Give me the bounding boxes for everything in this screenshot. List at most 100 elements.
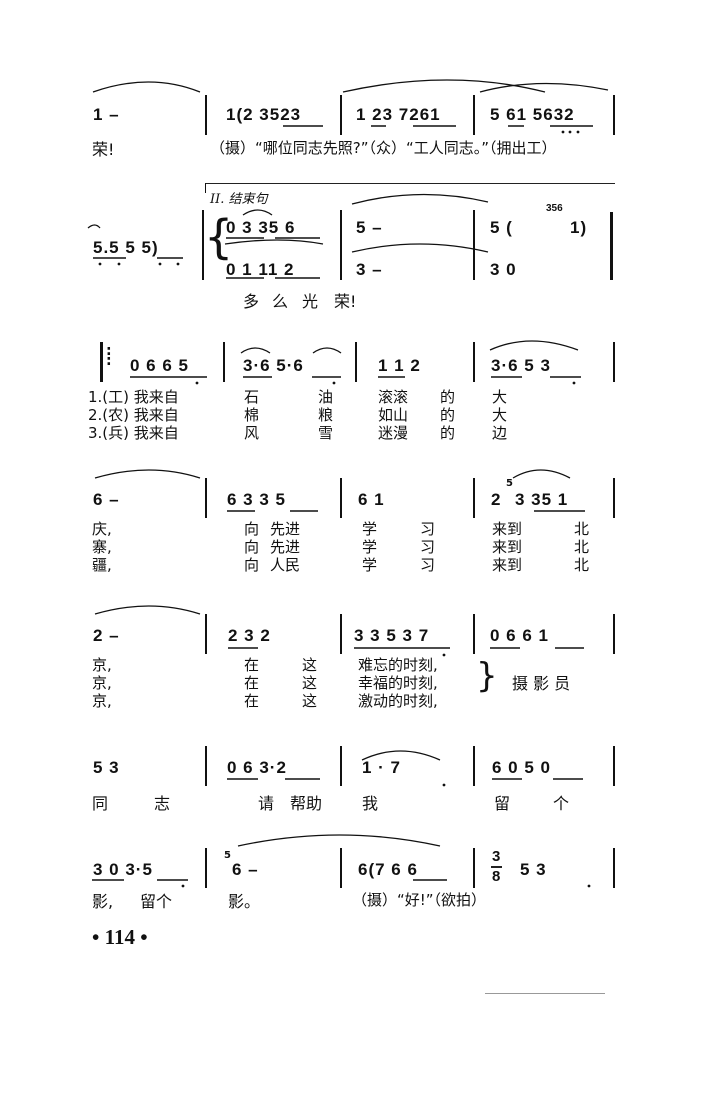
lyric-word: 京,	[92, 674, 112, 692]
s1-measure-1: 1 –	[93, 105, 120, 124]
barline	[340, 210, 342, 280]
s2-lower-m3: 3 0	[490, 260, 517, 279]
s1-measure-4: 5 61 5632	[490, 105, 575, 124]
s2-lyric-1: 多	[243, 292, 260, 311]
s2-lyric-2: 么	[272, 292, 289, 311]
s2-upper-m3: 5 (	[490, 218, 513, 237]
lyric-word: 影。	[228, 892, 261, 911]
grace-resolution: 1)	[570, 218, 588, 237]
lyric-word: 的	[440, 406, 456, 424]
double-barline	[610, 212, 613, 280]
lyric-word: 激动的时刻,	[358, 692, 438, 710]
s6-measure-1: 5 3	[93, 758, 120, 777]
lyric-word: 先进	[270, 520, 301, 538]
barline	[613, 614, 615, 654]
staff-brace: {	[204, 210, 234, 264]
lyric-word: 留	[494, 794, 511, 813]
time-sig-line	[491, 866, 502, 868]
lyric-word: 滚滚	[378, 388, 409, 406]
barline	[473, 210, 475, 280]
s1-measure-2: 1(2 3523	[226, 105, 302, 124]
s5-measure-3: 3 3 5 3 7	[354, 626, 430, 645]
lyric-word: 寨,	[92, 538, 112, 556]
time-sig-top: 3	[492, 848, 502, 865]
lyric-word: 在	[244, 656, 260, 674]
barline	[205, 478, 207, 518]
verse-2-label: 2.(农) 我来自	[88, 406, 179, 424]
barline	[473, 95, 475, 135]
s7-measure-4: 5 3	[520, 860, 547, 879]
barline	[613, 478, 615, 518]
lyric-word: 在	[244, 674, 260, 692]
barline	[205, 95, 207, 135]
barline	[205, 746, 207, 786]
s4-measure-3: 6 1	[358, 490, 385, 509]
lyric-word: 北	[574, 538, 590, 556]
lyric-word: 边	[492, 424, 508, 442]
scan-artifact	[485, 993, 605, 994]
barline	[473, 342, 475, 382]
barline	[340, 478, 342, 518]
barline	[473, 746, 475, 786]
lyric-word: 来到	[492, 520, 523, 538]
lyric-word: 的	[440, 388, 456, 406]
lyric-word: 这	[302, 674, 318, 692]
barline	[205, 614, 207, 654]
s5-measure-1: 2 –	[93, 626, 120, 645]
repeat-dots: ::	[106, 343, 112, 369]
lyric-word: 来到	[492, 556, 523, 574]
lyric-word: 这	[302, 692, 318, 710]
lyric-word: 向	[244, 556, 260, 574]
s1-lyric-2: （摄）“哪位同志先照?”（众）“工人同志。”（拥出工）	[210, 139, 557, 157]
lyric-word: 影,	[92, 892, 114, 911]
lyric-word: 习	[420, 520, 436, 538]
lyric-word: 这	[302, 656, 318, 674]
lyric-word: 向	[244, 520, 260, 538]
lyric-word: 难忘的时刻,	[358, 656, 438, 674]
lyric-word: 向	[244, 538, 260, 556]
verse-brace: }	[476, 656, 498, 696]
lyric-word: 人民	[270, 556, 301, 574]
lyric-word: 请	[258, 794, 275, 813]
lyric-word: 雪	[318, 424, 334, 442]
s6-measure-4: 6 0 5 0	[492, 758, 551, 777]
lyric-word: 京,	[92, 692, 112, 710]
verse-3-label: 3.(兵) 我来自	[88, 424, 179, 442]
verse-1-label: 1.(工) 我来自	[88, 388, 179, 406]
lyric-word: 个	[553, 794, 570, 813]
lyric-word: 如山	[378, 406, 409, 424]
lyric-word: 志	[154, 794, 171, 813]
lyric-word: 油	[318, 388, 334, 406]
page-number: • 114 •	[92, 925, 148, 949]
barline	[340, 95, 342, 135]
s3-measure-1: 0 6 6 5	[130, 356, 189, 375]
grace-note: 5	[506, 478, 513, 489]
s4-measure-2: 6 3 3 5	[227, 490, 286, 509]
s1-lyric-1: 荣!	[92, 140, 115, 159]
lyric-word: 棉	[244, 406, 260, 424]
barline	[340, 614, 342, 654]
barline	[613, 848, 615, 888]
lyric-word: 留个	[140, 892, 173, 911]
lyric-word: 大	[492, 388, 508, 406]
s2-lyric-4: 荣!	[334, 292, 357, 311]
lyric-word: 迷漫	[378, 424, 409, 442]
lyric-word: 我	[362, 794, 379, 813]
grace-notes: 356	[546, 203, 563, 214]
s7-measure-1: 3 0 3·5	[93, 860, 153, 879]
lyric-word: （摄）“好!”（欲拍）	[352, 891, 487, 909]
s2-left: 5.5 5 5)	[93, 238, 159, 257]
barline	[473, 614, 475, 654]
ending-bracket	[205, 183, 615, 184]
time-sig-bottom: 8	[492, 868, 502, 885]
s6-measure-2: 0 6 3·2	[227, 758, 287, 777]
lyric-word: 京,	[92, 656, 112, 674]
s4-measure-4b: 3 35 1	[515, 490, 569, 509]
barline	[340, 746, 342, 786]
s4-measure-4a: 2	[491, 490, 502, 509]
lyric-word: 的	[440, 424, 456, 442]
shared-lyric: 摄 影 员	[512, 674, 571, 693]
barline	[473, 848, 475, 888]
ending-label: II. 结束句	[210, 192, 268, 207]
